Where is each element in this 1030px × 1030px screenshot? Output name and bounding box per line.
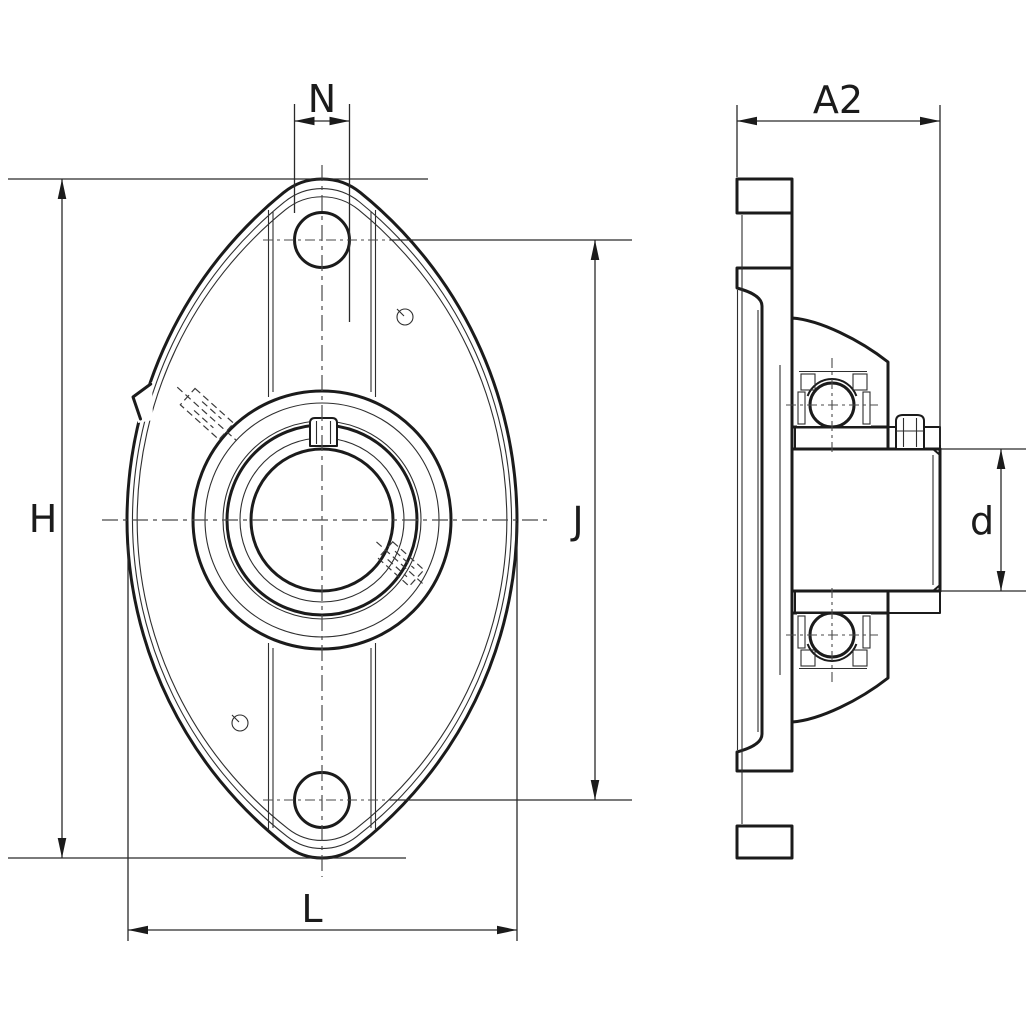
face-hole-tick [231, 714, 240, 723]
grease-fitting-detail [201, 401, 222, 420]
seal [862, 615, 871, 649]
set-screw-front [309, 417, 338, 447]
flange-top-block-section [735, 177, 794, 215]
arrowhead-left [128, 925, 148, 935]
dimension-L: L [127, 523, 518, 941]
outer-ring-wedge [800, 649, 816, 667]
dimension-J: J [390, 239, 632, 801]
dim-label-A2: A2 [813, 78, 863, 122]
flange-inner-line [137, 197, 507, 841]
dimension-N: N [293, 77, 351, 322]
flange-bottom-block-section [735, 824, 794, 860]
dimension-A2: A2 [736, 78, 941, 445]
arrowhead-right [329, 116, 350, 126]
dimension-d: d [941, 448, 1026, 592]
face-hole-bottom-left [231, 714, 249, 732]
set-screw-side [895, 414, 925, 450]
dim-label-L: L [301, 887, 322, 931]
outer-ring-wedge [800, 373, 816, 391]
seal [862, 391, 871, 425]
flange-outline [125, 177, 519, 860]
side-centerlines [786, 358, 878, 682]
arrowhead-bottom [996, 571, 1006, 591]
outer-ring-wedge [852, 649, 868, 667]
arrowhead-top [996, 449, 1006, 469]
housing-boss-lower-section [790, 611, 890, 724]
dim-label-H: H [29, 497, 58, 541]
face-hole-top-right [396, 308, 414, 326]
arrowhead-top [590, 240, 600, 260]
notch-edge [131, 382, 153, 421]
front-view [102, 165, 547, 877]
arrowhead-left [294, 116, 315, 126]
dim-label-d: d [970, 499, 994, 543]
arrowhead-right [920, 116, 940, 126]
seal [797, 615, 806, 649]
notch-mask [131, 382, 153, 423]
flange-plate-section [735, 266, 794, 773]
hidden-screw-detail [394, 550, 415, 570]
arrowhead-right [497, 925, 517, 935]
grease-fitting-detail [193, 409, 214, 429]
flange-inner-line [132, 189, 511, 849]
grease-fitting-axis [176, 386, 238, 442]
face-hole-tick [396, 308, 405, 317]
hidden-screw-detail [387, 558, 408, 578]
front-centerlines [102, 165, 547, 877]
seal [797, 391, 806, 425]
grease-fitting-hidden [176, 386, 238, 442]
bolt-recess-bottom [267, 643, 377, 830]
arrowhead-bottom [590, 780, 600, 800]
bolt-recess-top [267, 210, 377, 397]
dim-label-N: N [308, 77, 336, 121]
side-view [735, 177, 942, 860]
dimension-H: H [8, 178, 428, 859]
arrowhead-left [737, 116, 757, 126]
outer-ring-wedge [852, 373, 868, 391]
sleeve-chamfer [932, 584, 941, 592]
arrowhead-bottom [57, 838, 67, 858]
arrowhead-top [57, 179, 67, 199]
housing-boss-upper-section [790, 316, 890, 429]
flange-inner-edge-2 [137, 197, 507, 841]
flange-inner-edge-1 [132, 189, 511, 849]
set-screw-body [895, 414, 925, 450]
sleeve-chamfer [932, 448, 941, 456]
dim-label-J: J [570, 499, 583, 543]
flange-projection-edges [736, 211, 794, 824]
casting-notch [131, 382, 153, 423]
set-screw-body [309, 417, 338, 447]
